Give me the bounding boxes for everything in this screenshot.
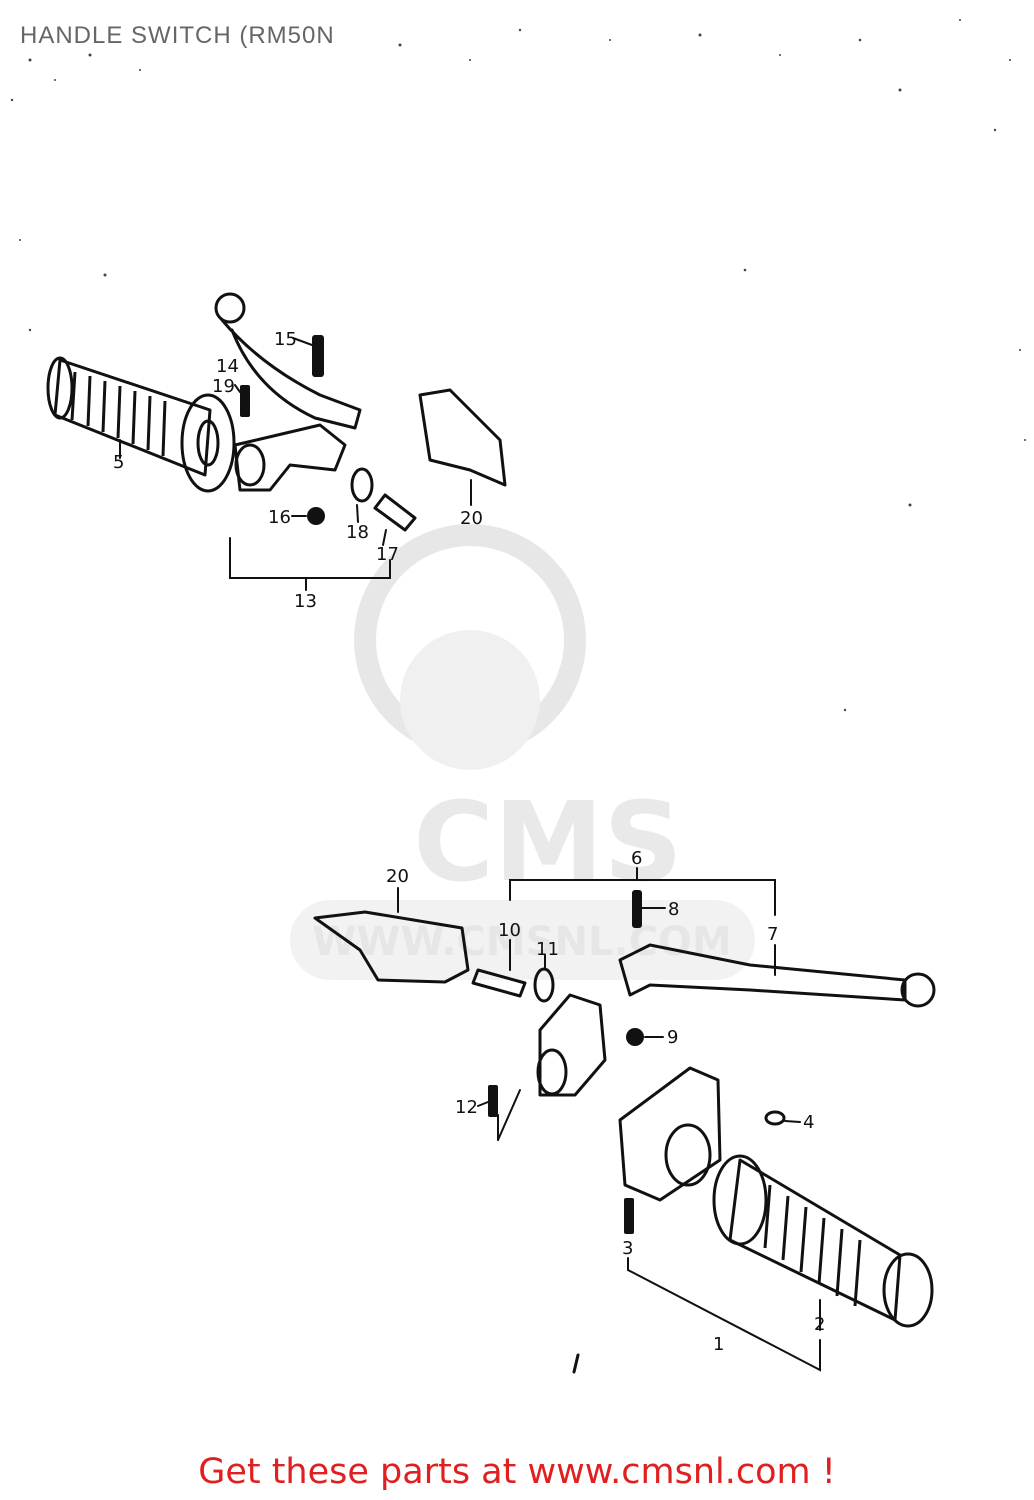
lever-holder (233, 423, 347, 492)
label-12: 12 (455, 1097, 478, 1118)
label-15: 15 (274, 329, 297, 350)
label-14: 14 (216, 356, 239, 377)
label-5: 5 (113, 452, 124, 473)
label-7: 7 (767, 924, 778, 945)
diagram-title: HANDLE SWITCH (RM50N (20, 22, 335, 49)
label-20-upper: 20 (460, 508, 483, 529)
clutch-lever (214, 292, 362, 430)
label-19: 19 (212, 376, 235, 397)
label-20-lower: 20 (386, 866, 409, 887)
label-13: 13 (294, 591, 317, 612)
watermark-brand: CMS (413, 778, 682, 906)
label-17: 17 (376, 544, 399, 565)
right-grip (712, 1154, 934, 1328)
label-18: 18 (346, 522, 369, 543)
label-4: 4 (803, 1112, 814, 1133)
lower-leaders (397, 867, 821, 1372)
scan-noise (10, 19, 1026, 712)
label-6: 6 (631, 848, 642, 869)
label-16: 16 (268, 507, 291, 528)
label-2: 2 (814, 1314, 825, 1335)
footer-link-text[interactable]: Get these parts at www.cmsnl.com ! (198, 1452, 836, 1492)
label-11: 11 (536, 939, 559, 960)
label-9: 9 (667, 1027, 678, 1048)
upper-leaders (119, 337, 472, 591)
label-8: 8 (668, 899, 679, 920)
label-10: 10 (498, 920, 521, 941)
left-grip (46, 356, 236, 493)
brake-lever (618, 943, 936, 1008)
label-1: 1 (713, 1334, 724, 1355)
watermark-url: WWW.CMSNL.COM (312, 919, 732, 965)
part-labels: 5 15 14 19 16 18 17 20 13 20 6 8 10 11 7… (113, 329, 825, 1355)
label-3: 3 (622, 1238, 633, 1259)
throttle-housing (618, 1066, 722, 1202)
